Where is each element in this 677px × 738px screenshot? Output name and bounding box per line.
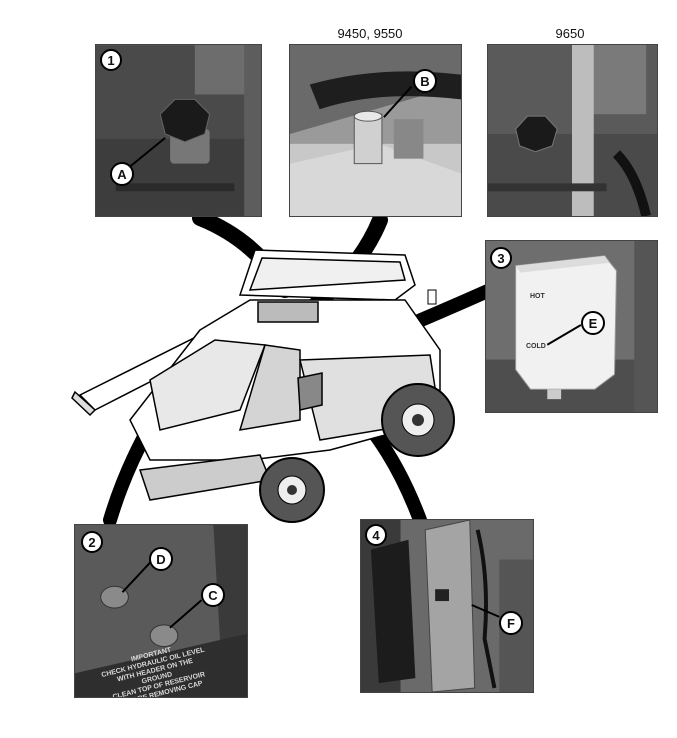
- photo-panel-9450-9550: B: [289, 44, 462, 217]
- rear-light: [427, 289, 437, 305]
- photo-panel-9450-9550-image: [290, 45, 461, 216]
- callout-d: D: [149, 547, 173, 571]
- callout-e: E: [581, 311, 605, 335]
- callout-f: F: [499, 611, 523, 635]
- photo-panel-4-image: [361, 520, 533, 692]
- photo-panel-4: 4 F: [360, 519, 534, 693]
- callout-b: B: [413, 69, 437, 93]
- photo-panel-9650-image: [488, 45, 657, 216]
- photo-panel-9650: [487, 44, 658, 217]
- photo-panel-2-image: [75, 525, 247, 697]
- panel-number-1: 1: [100, 49, 122, 71]
- panel-number-2: 2: [81, 531, 103, 553]
- photo-panel-3-image: [486, 241, 657, 412]
- combine-rear-wheel: [381, 383, 455, 457]
- panel-number-4: 4: [365, 524, 387, 546]
- panel-number-3: 3: [490, 247, 512, 269]
- tank-cold-mark: COLD: [526, 343, 546, 350]
- model-label-9450-9550: 9450, 9550: [337, 26, 403, 41]
- photo-panel-2: IMPORTANT CHECK HYDRAULIC OIL LEVEL WITH…: [74, 524, 248, 698]
- photo-panel-1-image: [96, 45, 261, 216]
- tank-hot-mark: HOT: [530, 293, 545, 300]
- photo-panel-1: 1 A: [95, 44, 262, 217]
- callout-a: A: [110, 162, 134, 186]
- model-label-9650: 9650: [555, 26, 585, 41]
- callout-c: C: [201, 583, 225, 607]
- photo-panel-3: HOT COLD 3 E: [485, 240, 658, 413]
- combine-front-wheel: [259, 457, 325, 523]
